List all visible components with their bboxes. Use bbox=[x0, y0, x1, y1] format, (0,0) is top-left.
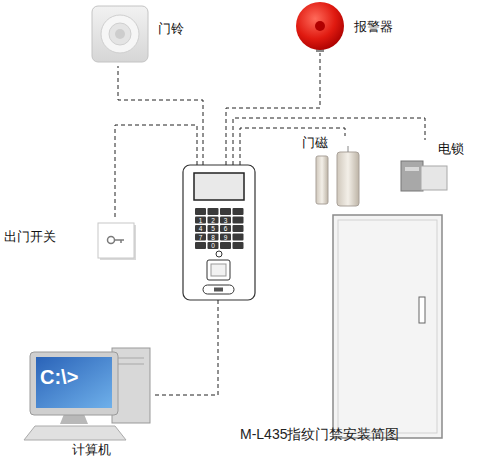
door-magnet-part bbox=[316, 156, 328, 204]
monitor-screen bbox=[36, 357, 112, 408]
key bbox=[233, 242, 244, 249]
electric-lock-node: 电锁 bbox=[398, 140, 468, 192]
electric-lock-body bbox=[401, 161, 423, 191]
key bbox=[233, 217, 244, 224]
signal-wire bbox=[154, 300, 218, 395]
node-label: 计算机 bbox=[72, 443, 111, 458]
fingerprint-window bbox=[207, 260, 230, 280]
alarm-striker bbox=[315, 21, 325, 31]
door-magnet-node: 门磁 bbox=[298, 136, 364, 206]
fingerprint-sensor bbox=[211, 264, 226, 276]
key-label: 0 bbox=[208, 242, 219, 249]
key bbox=[195, 242, 206, 249]
key bbox=[220, 225, 231, 232]
fingerprint-terminal: 123 456 7890 bbox=[183, 165, 255, 300]
doorbell-grill bbox=[109, 23, 131, 45]
door-magnet-part bbox=[337, 152, 359, 206]
key bbox=[220, 242, 231, 249]
key bbox=[208, 225, 219, 232]
key bbox=[208, 242, 219, 249]
key-label: 2 bbox=[208, 217, 219, 224]
pc-tower-bay bbox=[118, 358, 144, 359]
door-handle bbox=[419, 297, 425, 323]
door-magnet-wire bbox=[348, 146, 349, 152]
doorbell-grill bbox=[101, 15, 139, 53]
card-reader bbox=[203, 285, 234, 294]
keypad bbox=[195, 208, 244, 249]
signal-wire bbox=[233, 118, 425, 165]
key bbox=[208, 217, 219, 224]
doorbell-grill bbox=[115, 29, 125, 39]
exit-switch-plate bbox=[98, 223, 134, 258]
key bbox=[208, 208, 219, 215]
key-symbol bbox=[108, 237, 115, 244]
node-label: C:\> bbox=[40, 366, 78, 389]
node-label: 门铃 bbox=[158, 22, 184, 37]
caption: M-L435指纹门禁安装简图 bbox=[240, 426, 399, 444]
key-label: 1 bbox=[195, 217, 206, 224]
electric-lock-detail bbox=[405, 167, 419, 171]
doorbell-body bbox=[92, 6, 148, 62]
terminal-screen bbox=[194, 173, 244, 200]
key-label: 5 bbox=[208, 225, 219, 232]
key bbox=[195, 217, 206, 224]
signal-wire bbox=[240, 128, 345, 165]
node-label: 门磁 bbox=[302, 136, 328, 151]
key bbox=[220, 217, 231, 224]
door bbox=[333, 215, 442, 438]
key-label: 7 bbox=[195, 234, 206, 241]
node-label: 报警器 bbox=[354, 20, 393, 35]
key-symbol bbox=[120, 240, 122, 243]
node-label: 电锁 bbox=[438, 142, 464, 157]
terminal-body bbox=[183, 165, 255, 300]
key bbox=[233, 208, 244, 215]
status-icon bbox=[216, 251, 222, 257]
key-label: 6 bbox=[220, 225, 231, 232]
door-panel bbox=[338, 220, 437, 433]
electric-lock-plate bbox=[421, 166, 447, 190]
key bbox=[233, 234, 244, 241]
alarm-node: 报警器 bbox=[294, 1, 404, 53]
key-label: 4 bbox=[195, 225, 206, 232]
signal-wire bbox=[115, 125, 197, 218]
key-label: 9 bbox=[220, 234, 231, 241]
alarm-bell bbox=[296, 2, 344, 50]
key bbox=[208, 234, 219, 241]
monitor bbox=[30, 352, 118, 415]
key bbox=[220, 234, 231, 241]
keyboard bbox=[24, 426, 126, 440]
doorbell-node: 门铃 bbox=[88, 4, 188, 66]
key bbox=[195, 208, 206, 215]
key bbox=[195, 234, 206, 241]
key-label: 8 bbox=[208, 234, 219, 241]
key bbox=[233, 225, 244, 232]
computer-node: C:\> 计算机 bbox=[22, 345, 154, 463]
pc-tower-bay bbox=[118, 364, 144, 365]
key-symbol bbox=[115, 239, 125, 241]
key bbox=[220, 208, 231, 215]
node-label: 出门开关 bbox=[4, 230, 56, 245]
signal-wire bbox=[118, 66, 203, 165]
card-reader bbox=[214, 288, 223, 292]
exit-switch-node: 出门开关 bbox=[4, 218, 138, 260]
key-label: 3 bbox=[220, 217, 231, 224]
key bbox=[195, 225, 206, 232]
